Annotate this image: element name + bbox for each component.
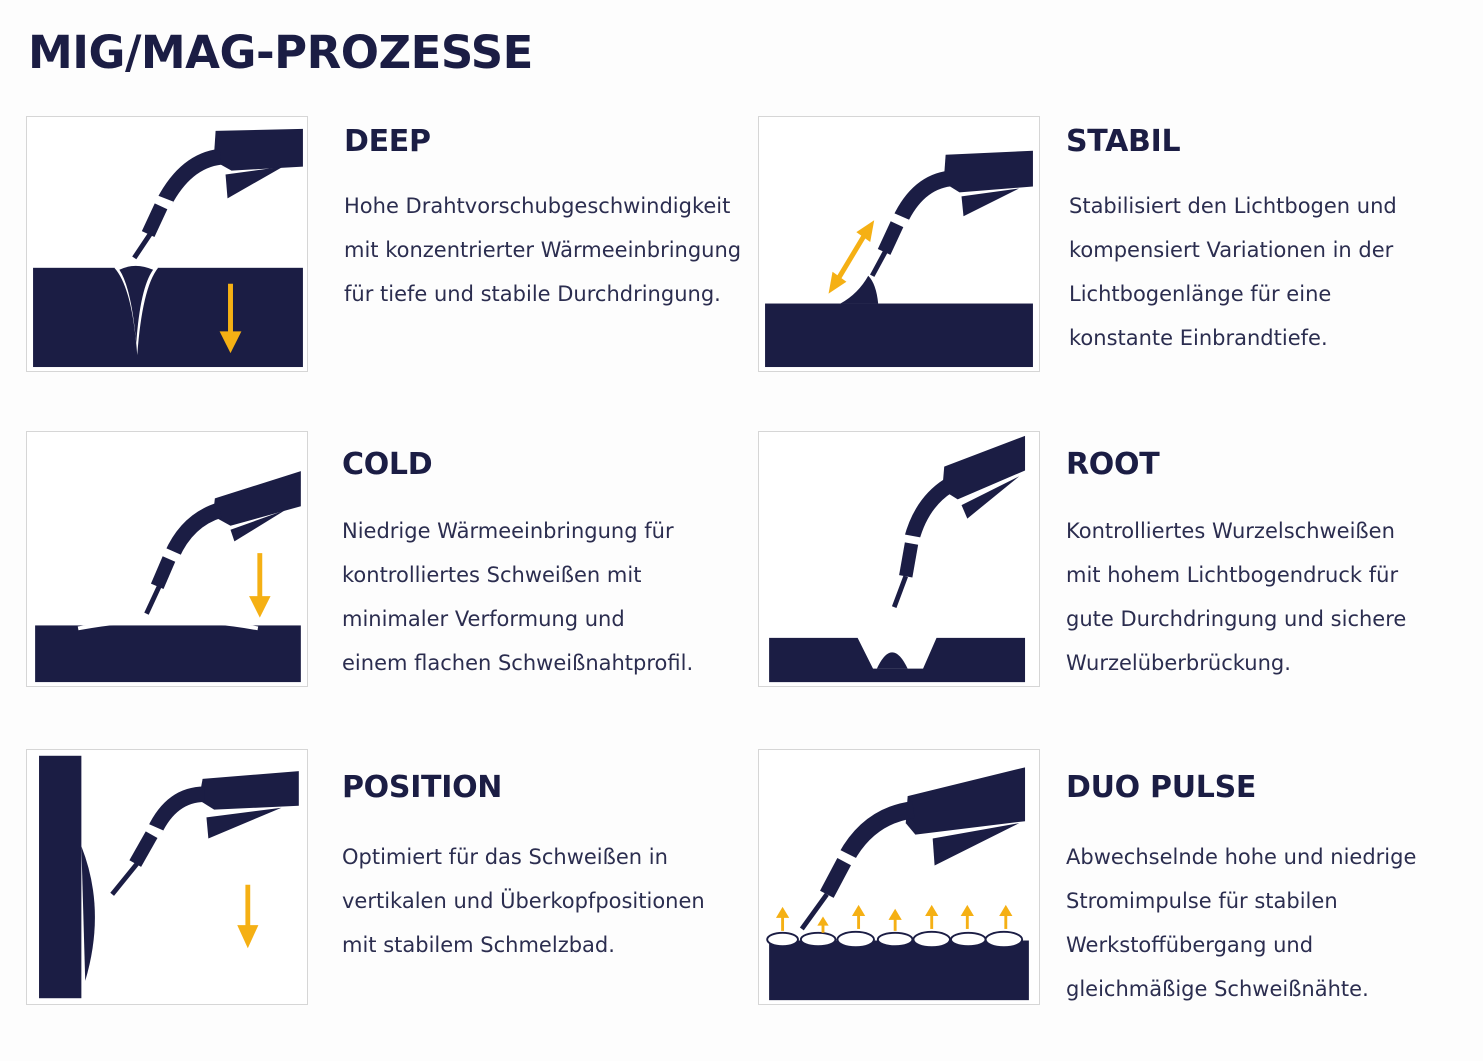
- root-weld-icon: [769, 435, 1026, 683]
- process-description-duo-pulse: Abwechselnde hohe und niedrige Stromimpu…: [1066, 845, 1417, 1001]
- process-title-cold: COLD: [342, 447, 433, 482]
- process-title-deep: DEEP: [344, 124, 431, 159]
- duo-pulse-weld-icon: [766, 767, 1029, 1001]
- deep-illustration: [26, 116, 308, 372]
- process-title-stabil: STABIL: [1066, 124, 1181, 159]
- process-description-stabil: Stabilisiert den Lichtbogen und kompensi…: [1069, 194, 1397, 350]
- process-description-deep: Hohe Drahtvorschubgeschwindigkeit mit ko…: [344, 194, 742, 306]
- process-description-root: Kontrolliertes Wurzelschweißen mit hohem…: [1066, 519, 1407, 675]
- cold-illustration: [26, 431, 308, 687]
- cold-flat-weld-icon: [35, 471, 301, 683]
- process-title-duo-pulse: DUO PULSE: [1066, 770, 1257, 805]
- process-description-cold: Niedrige Wärmeeinbringung für kontrollie…: [342, 519, 694, 675]
- page-title: MIG/MAG-PROZESSE: [28, 26, 533, 79]
- position-illustration: [26, 749, 308, 1005]
- stabil-illustration: [758, 116, 1040, 372]
- duo-pulse-illustration: [758, 749, 1040, 1005]
- root-illustration: [758, 431, 1040, 687]
- process-description-position: Optimiert für das Schweißen in vertikale…: [342, 845, 705, 957]
- position-weld-icon: [39, 755, 299, 999]
- process-title-position: POSITION: [342, 770, 503, 805]
- process-title-root: ROOT: [1066, 447, 1160, 482]
- stable-arc-weld-icon: [765, 150, 1033, 368]
- deep-penetration-weld-icon: [33, 128, 303, 368]
